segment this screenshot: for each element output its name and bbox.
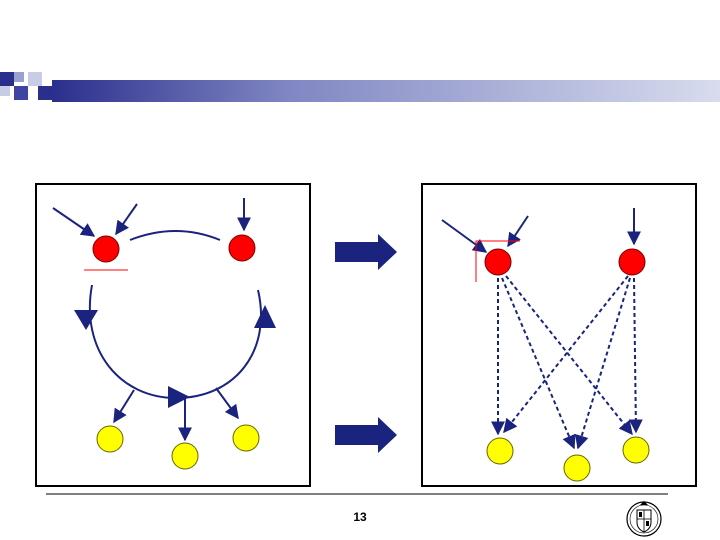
header-squares xyxy=(0,72,52,100)
left-panel xyxy=(35,183,311,487)
link-s2-t1 xyxy=(503,275,629,434)
university-crest-icon xyxy=(626,501,662,537)
left-source-node-2 xyxy=(228,234,256,262)
right-sink-node-2 xyxy=(563,454,591,482)
right-source-node-2 xyxy=(618,248,646,276)
source-marker-corner xyxy=(475,240,520,282)
ring-arrow-bottom xyxy=(168,386,190,408)
ring-arrow-left xyxy=(74,310,98,330)
ring-arrow-right xyxy=(254,305,276,328)
left-sink-node-2 xyxy=(171,442,199,470)
right-panel xyxy=(421,183,697,487)
page-number: 13 xyxy=(353,510,367,524)
transform-arrow-top xyxy=(335,234,397,270)
right-sink-node-1 xyxy=(486,437,514,465)
left-output-arrow-3 xyxy=(215,387,239,420)
header-band xyxy=(0,72,720,102)
right-panel-frame xyxy=(421,183,697,487)
left-sink-node-1 xyxy=(96,425,124,453)
left-source-node-1 xyxy=(92,235,120,263)
transform-arrow-bottom xyxy=(335,417,397,453)
right-source-node-1 xyxy=(484,248,512,276)
left-panel-frame xyxy=(35,183,311,487)
right-input-arrow-1 xyxy=(441,219,488,253)
right-sink-node-3 xyxy=(622,436,650,464)
dashed-connections xyxy=(491,275,643,450)
link-s1-t2 xyxy=(501,277,576,450)
left-output-arrow-1 xyxy=(113,389,135,424)
link-s2-t2 xyxy=(574,277,631,450)
header-gradient-bar xyxy=(52,80,720,102)
ring-arc-top xyxy=(129,230,221,241)
left-input-arrow-2 xyxy=(115,203,138,236)
left-sink-node-3 xyxy=(232,424,260,452)
link-s1-t3 xyxy=(505,275,633,436)
link-s2-t3 xyxy=(628,277,643,434)
left-input-arrow-1 xyxy=(52,207,96,237)
